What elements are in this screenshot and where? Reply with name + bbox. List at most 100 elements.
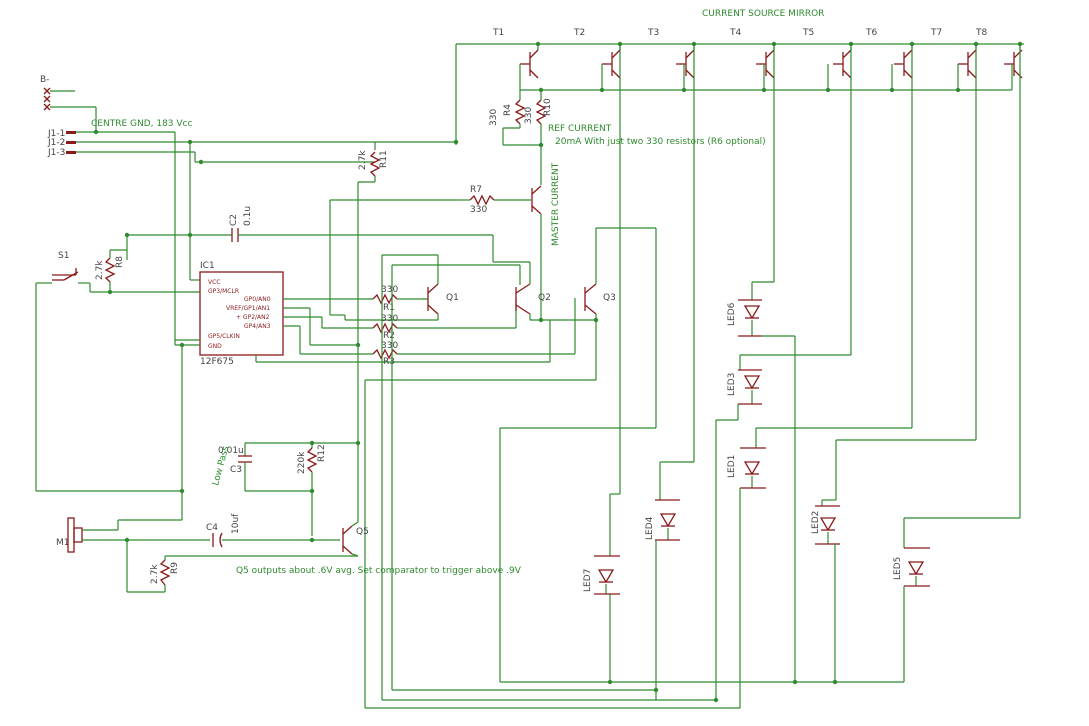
s1-label: S1: [58, 251, 69, 261]
transistor-q1: Q1: [381, 254, 459, 700]
r8-value: 2.7k: [95, 260, 105, 280]
r4-name: R4: [503, 104, 513, 116]
r9-value: 2.7k: [150, 564, 160, 584]
transistor-t3: T3: [647, 28, 695, 90]
r7-name: R7: [470, 185, 482, 195]
r1-value: 330: [381, 285, 398, 295]
r9-name: R9: [170, 562, 180, 574]
r8-name: R8: [115, 256, 125, 268]
t1-label: T1: [492, 28, 504, 38]
q3-label: Q3: [603, 293, 616, 303]
led1-label: LED1: [727, 455, 737, 478]
led6: LED6: [727, 44, 796, 682]
r3-value: 330: [381, 341, 398, 351]
resistor-r3: 330 R3: [372, 298, 576, 367]
centre-gnd-note: CENTRE GND, 183 Vcc: [91, 119, 193, 129]
led5: LED5: [893, 44, 1021, 682]
ic1-ref: IC1: [200, 261, 215, 271]
t8-label: T8: [975, 28, 987, 38]
transistor-t6: T6: [865, 28, 913, 90]
r11-value: 2.7k: [358, 150, 368, 170]
transistor-q3: Q3: [364, 227, 657, 682]
resistor-r1: 330 R1: [372, 285, 428, 313]
led6-label: LED6: [727, 302, 737, 326]
r4-value: 330: [489, 109, 499, 126]
transistor-t4: T4: [729, 28, 775, 90]
capacitor-c4: C4 10uf: [206, 513, 340, 548]
pin-gp2: + GP2/AN2: [236, 314, 270, 321]
j1-2-label: J1-2: [47, 138, 65, 148]
led7-label: LED7: [583, 569, 593, 592]
c4-name: C4: [206, 523, 218, 533]
j1-3-label: J1-3: [47, 148, 65, 158]
led4: LED4: [645, 44, 695, 700]
r11-name: R11: [379, 150, 389, 168]
capacitor-c2: C2 0.1u: [124, 206, 530, 263]
transistor-t2: T2: [573, 28, 621, 90]
title-note: CURRENT SOURCE MIRROR: [702, 9, 824, 19]
r7-value: 330: [470, 205, 487, 215]
led3-label: LED3: [727, 373, 737, 396]
transistor-t5: T5: [802, 28, 852, 90]
led4-label: LED4: [645, 516, 655, 540]
ref-current-note: REF CURRENT: [548, 124, 612, 134]
r2-value: 330: [381, 314, 398, 324]
r12-value: 220k: [297, 451, 307, 474]
r10-name: R10: [543, 98, 553, 116]
pin-gp0: GP0/AN0: [244, 296, 271, 303]
transistor-q2: Q2: [515, 262, 596, 323]
pin-vcc: VCC: [208, 279, 220, 286]
c3-value: 0.01u: [218, 446, 244, 456]
resistor-r4: 330 R4: [489, 90, 526, 128]
transistor-t1: T1: [492, 28, 539, 90]
capacitor-c3: 0.01u C3: [218, 442, 312, 492]
t7-label: T7: [930, 28, 942, 38]
t5-label: T5: [802, 28, 814, 38]
led1: LED1: [727, 44, 913, 708]
resistor-r12: 220k R12: [297, 440, 361, 536]
led7: LED7: [583, 44, 621, 682]
c2-name: C2: [229, 214, 239, 226]
q5-label: Q5: [356, 527, 369, 537]
switch-s1: S1: [35, 251, 91, 491]
r3-name: R3: [383, 357, 395, 367]
q2-label: Q2: [538, 293, 551, 303]
led2: LED2: [811, 44, 977, 682]
c3-name: C3: [230, 465, 242, 475]
led3: LED3: [715, 44, 852, 700]
led5-label: LED5: [893, 557, 903, 580]
resistor-r9: 2.7k R9: [126, 540, 358, 593]
t4-label: T4: [729, 28, 741, 38]
t2-label: T2: [573, 28, 585, 38]
transistor-q5: Q5: [342, 521, 369, 557]
pin-gp4: GP4/AN3: [244, 323, 271, 330]
resistor-r7: R7 330: [456, 185, 532, 215]
q5-note: Q5 outputs about .6V avg. Set comparator…: [236, 566, 522, 576]
microphone-m1: M1: [56, 491, 210, 553]
resistor-r8: 2.7k R8: [90, 235, 200, 295]
t3-label: T3: [647, 28, 659, 38]
pin-gnd: GND: [208, 343, 222, 350]
led2-label: LED2: [811, 511, 821, 534]
q1-label: Q1: [446, 293, 459, 303]
resistor-r2: 330 R2: [372, 298, 517, 341]
c4-value: 10uf: [231, 513, 241, 534]
r12-name: R12: [317, 444, 327, 462]
transistor-t7: T7: [930, 28, 977, 90]
pin-gp1: VREF/GP1/AN1: [226, 305, 270, 312]
j1-1-label: J1-1: [47, 129, 65, 139]
resistor-r11: 2.7k R11: [357, 142, 389, 522]
connector-j1: B- J1-1 J1-2 J1-3: [40, 75, 195, 158]
master-current-note: MASTER CURRENT: [551, 162, 561, 246]
ic1-part: 12F675: [200, 357, 234, 367]
pin-gp5: GP5/CLKIN: [208, 333, 240, 340]
resistor-r10: 330 R10: [524, 90, 553, 135]
m1-label: M1: [56, 538, 70, 548]
t6-label: T6: [865, 28, 877, 38]
b-minus-label: B-: [40, 75, 49, 85]
r2-name: R2: [383, 331, 395, 341]
transistor-t8: T8: [975, 28, 1023, 90]
r10-value: 330: [524, 107, 534, 124]
pin-gp3: GP3/MCLR: [208, 288, 239, 295]
